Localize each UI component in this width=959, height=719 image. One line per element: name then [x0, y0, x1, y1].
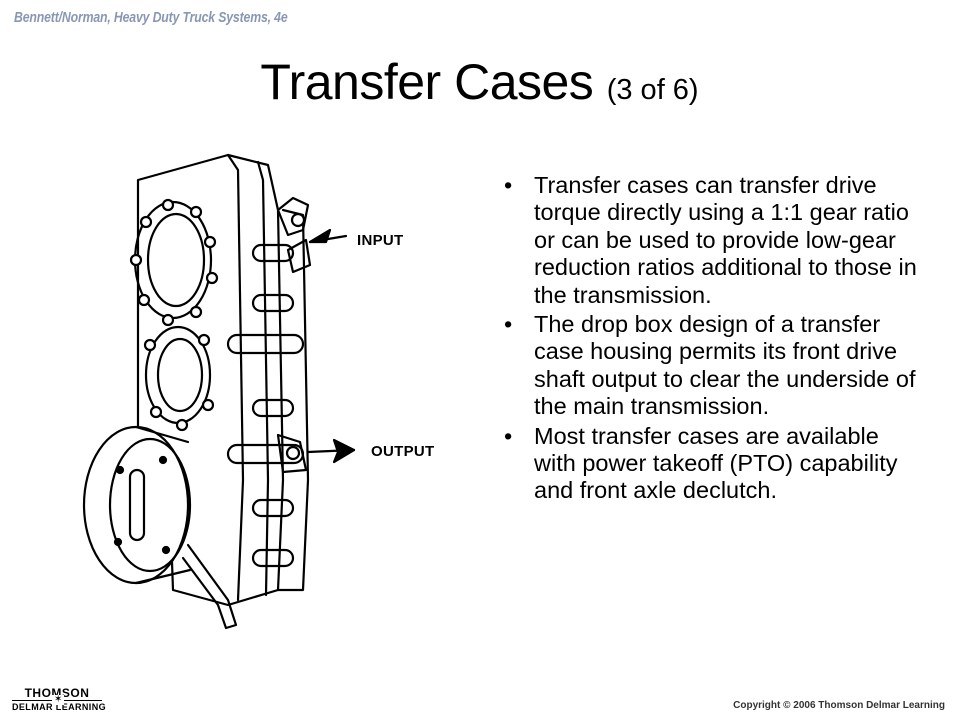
copyright-notice: Copyright © 2006 Thomson Delmar Learning	[733, 700, 945, 711]
book-header: Bennett/Norman, Heavy Duty Truck Systems…	[14, 9, 288, 26]
slide-title-main: Transfer Cases	[260, 54, 594, 110]
bullet-item: Most transfer cases are available with p…	[498, 423, 918, 505]
transfer-case-illustration: INPUT OUTPUT	[78, 150, 448, 630]
slide-title-suffix: (3 of 6)	[606, 74, 699, 106]
output-label: OUTPUT	[371, 443, 435, 460]
bullet-item: Transfer cases can transfer drive torque…	[498, 172, 918, 309]
publisher-name: THOMSON	[24, 686, 90, 700]
publisher-logo: THOMSON ✶ DELMAR LEARNING	[12, 686, 106, 712]
slide-title: Transfer Cases (3 of 6)	[0, 52, 959, 120]
input-label: INPUT	[357, 232, 404, 249]
publisher-imprint: DELMAR LEARNING	[12, 702, 106, 712]
bullet-list: Transfer cases can transfer drive torque…	[498, 172, 918, 507]
bullet-item: The drop box design of a transfer case h…	[498, 311, 918, 421]
transfer-case-drawing	[82, 153, 356, 630]
star-icon: ✶	[52, 694, 65, 705]
